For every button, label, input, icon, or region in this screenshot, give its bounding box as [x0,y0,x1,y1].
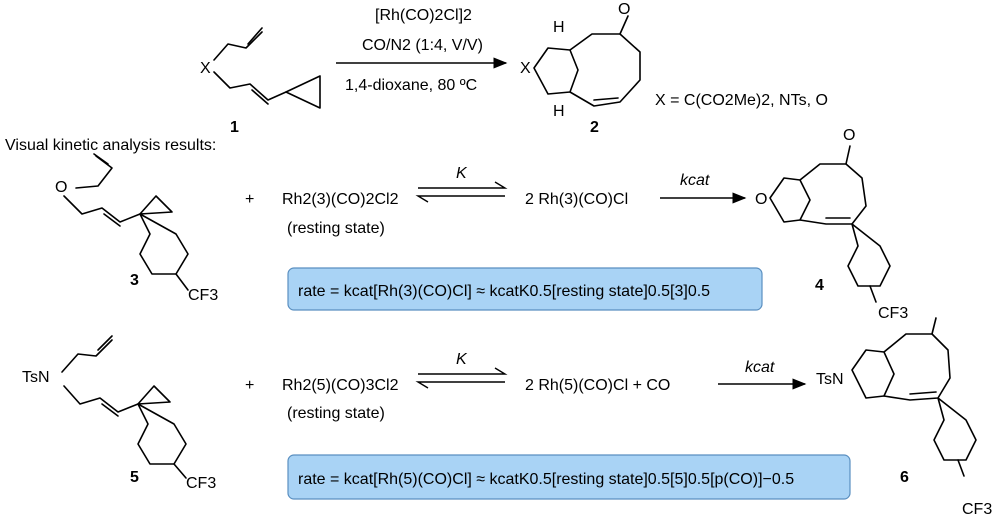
cf3-product6: CF3 [962,501,992,518]
resting-note-a: (resting state) [287,220,385,237]
cf3-product4: CF3 [878,305,908,322]
atom-o-product4: O [843,127,855,144]
intermediate-b: 2 Rh(5)(CO)Cl + CO [525,377,670,394]
cf3-substrate5: CF3 [186,475,216,492]
atom-o-substrate3: O [55,179,67,196]
k-label-b: K [456,351,468,368]
equilibrium-forward-b [418,367,508,375]
product-6-structure [851,317,977,477]
rate-law-box-a [287,267,763,311]
atom-o-product2: O [618,1,630,18]
tsn-product6: TsN [816,371,844,388]
atom-o-ring-product4: O [755,191,767,208]
label-2: 2 [590,119,599,136]
resting-note-b: (resting state) [287,405,385,422]
label-5: 5 [130,469,139,486]
catalyst-text: [Rh(CO)2Cl]2 [375,7,472,24]
substrate-1-structure: X [200,27,321,109]
equilibrium-reverse-a [415,195,505,203]
label-1: 1 [230,119,239,136]
atom-h-top-product2: H [553,19,565,36]
kcat-label-b: kcat [745,359,775,376]
tsn-substrate5: TsN [22,369,50,386]
product-2-structure: O X H H [520,1,641,120]
intermediate-a: 2 Rh(3)(CO)Cl [525,191,628,208]
x-options-text: X = C(CO2Me)2, NTs, O [655,92,828,109]
rate-law-a: rate = kcat[Rh(3)(CO)Cl] ≈ kcatK0.5[rest… [298,283,710,300]
rate-law-b: rate = kcat[Rh(5)(CO)Cl] ≈ kcatK0.5[rest… [298,471,794,488]
rate-law-box-b [287,454,851,500]
kcat-label-a: kcat [680,172,710,189]
resting-state-a: Rh2(3)(CO)2Cl2 [282,191,399,208]
plus-a: + [245,191,254,208]
label-3: 3 [130,272,139,289]
atmosphere-text: CO/N2 (1:4, V/V) [362,37,483,54]
atom-x-product2: X [520,60,531,77]
section-title: Visual kinetic analysis results: [5,137,216,154]
k-label-a: K [456,165,468,182]
equilibrium-reverse-b [415,381,505,389]
label-4: 4 [815,277,824,294]
conditions-text: 1,4-dioxane, 80 ºC [345,77,477,94]
atom-x-substrate: X [200,60,211,77]
resting-state-b: Rh2(5)(CO)3Cl2 [282,377,399,394]
product-4-structure [769,145,891,303]
equilibrium-forward-a [418,181,508,189]
substrate-5-structure [61,335,187,479]
label-6: 6 [900,469,909,486]
plus-b: + [245,377,254,394]
substrate-3-structure: O [55,153,189,291]
cf3-substrate3: CF3 [188,287,218,304]
atom-h-bottom-product2: H [553,103,565,120]
